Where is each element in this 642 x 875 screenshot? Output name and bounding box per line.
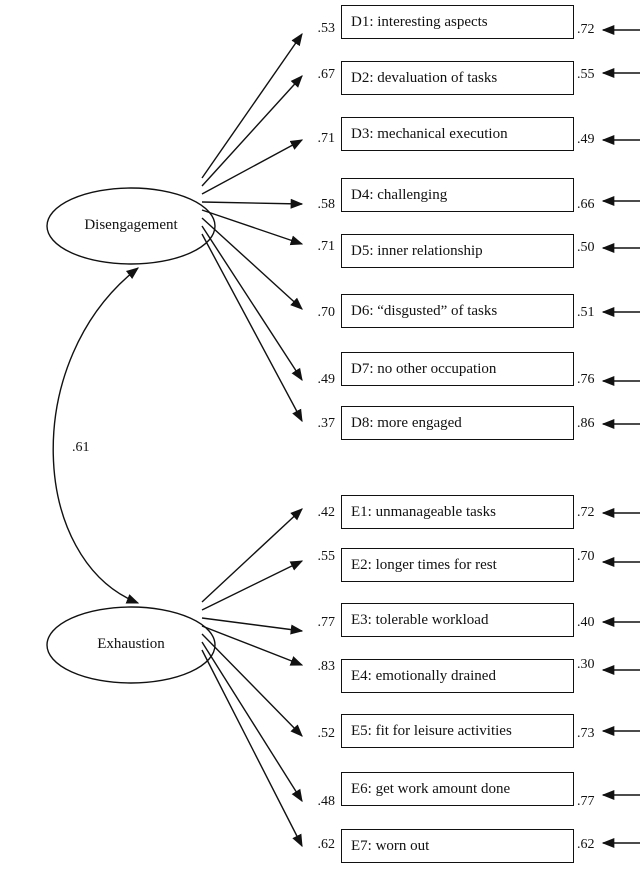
error-value: .66 <box>577 197 595 212</box>
path-arrow <box>201 217 303 310</box>
factor-label-disengagement: Disengagement <box>84 217 178 233</box>
loading-value: .67 <box>317 67 336 82</box>
path-arrow <box>201 139 304 195</box>
path-arrow <box>201 617 304 635</box>
path-arrow <box>201 508 303 603</box>
loading-value: .52 <box>317 726 336 741</box>
loading-value: .77 <box>317 615 336 630</box>
path-arrow <box>201 560 304 611</box>
item-box: E7: worn out <box>341 829 574 863</box>
loading-value: .83 <box>317 659 336 674</box>
path-arrow <box>201 75 303 187</box>
error-value: .30 <box>577 657 595 672</box>
path-arrow <box>201 32 303 179</box>
path-arrow <box>201 649 303 848</box>
error-value: .72 <box>577 505 595 520</box>
loading-value: .71 <box>317 131 336 146</box>
item-box: D8: more engaged <box>341 406 574 440</box>
item-box: D2: devaluation of tasks <box>341 61 574 95</box>
error-value: .77 <box>577 794 595 809</box>
factor-label-exhaustion: Exhaustion <box>97 636 165 652</box>
item-box: E5: fit for leisure activities <box>341 714 574 748</box>
item-box: E6: get work amount done <box>341 772 574 806</box>
loading-value: .53 <box>317 21 336 36</box>
error-value: .76 <box>577 372 595 387</box>
path-arrow <box>201 198 304 209</box>
loading-value: .58 <box>317 197 336 212</box>
factor-ellipse-exhaustion <box>46 606 216 684</box>
loading-value: .49 <box>317 372 336 387</box>
correlation-arc <box>52 267 140 604</box>
item-box: D1: interesting aspects <box>341 5 574 39</box>
item-box: E1: unmanageable tasks <box>341 495 574 529</box>
error-value: .73 <box>577 726 595 741</box>
correlation-value: .61 <box>72 440 90 455</box>
error-value: .86 <box>577 416 595 431</box>
error-value: .49 <box>577 132 595 147</box>
item-box: E3: tolerable workload <box>341 603 574 637</box>
item-box: D7: no other occupation <box>341 352 574 386</box>
path-arrow <box>201 209 304 246</box>
item-box: D6: “disgusted” of tasks <box>341 294 574 328</box>
error-value: .50 <box>577 240 595 255</box>
loading-value: .42 <box>317 505 336 520</box>
item-box: E2: longer times for rest <box>341 548 574 582</box>
item-box: D5: inner relationship <box>341 234 574 268</box>
item-box: D3: mechanical execution <box>341 117 574 151</box>
item-box: D4: challenging <box>341 178 574 212</box>
error-value: .40 <box>577 615 595 630</box>
path-arrow <box>201 641 303 803</box>
error-value: .72 <box>577 22 595 37</box>
loading-value: .48 <box>317 794 336 809</box>
path-arrow <box>201 233 303 423</box>
error-value: .51 <box>577 305 595 320</box>
path-arrow <box>201 625 304 666</box>
error-value: .55 <box>577 67 595 82</box>
loading-value: .62 <box>317 837 336 852</box>
error-value: .70 <box>577 549 595 564</box>
path-arrow <box>201 633 303 737</box>
loading-value: .55 <box>317 549 336 564</box>
path-arrow <box>201 225 303 382</box>
loading-value: .71 <box>317 239 336 254</box>
factor-ellipse-disengagement <box>46 187 216 265</box>
loading-value: .37 <box>317 416 336 431</box>
item-box: E4: emotionally drained <box>341 659 574 693</box>
loading-value: .70 <box>317 305 336 320</box>
error-value: .62 <box>577 837 595 852</box>
